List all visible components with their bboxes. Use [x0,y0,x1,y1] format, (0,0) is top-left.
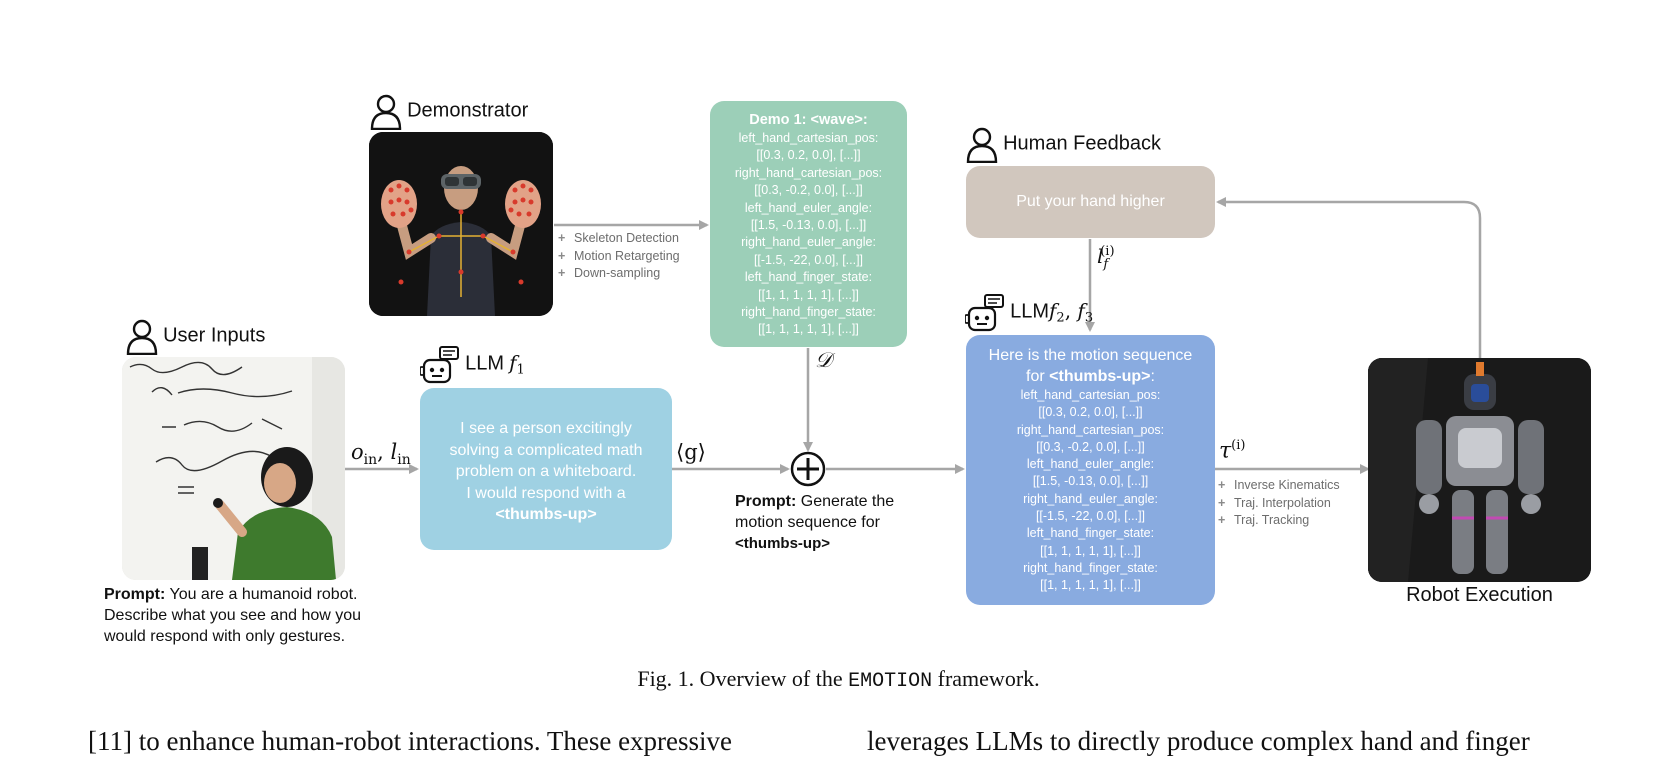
llm1-header: LLM f1 [419,346,525,384]
motion-line: [[1, 1, 1, 1, 1], [...]] [1040,543,1141,558]
step-skeleton-detection: +Skeleton Detection [558,231,679,245]
figure-caption: Fig. 1. Overview of the EMOTION framewor… [637,666,1040,693]
symbol-dataset: 𝒟 [815,348,832,372]
motion-line: [[1.5, -0.13, 0.0], [...]] [1032,474,1149,489]
arrow-robot-to-feedback [1216,197,1482,358]
step-inverse-kinematics: +Inverse Kinematics [1218,478,1340,492]
motion-prompt: Prompt: Generate the motion sequence for… [735,493,895,552]
motion-heading: for <thumbs-up>: [1026,368,1155,385]
demo-heading: Demo 1: <wave>: [749,112,868,128]
demo-line: left_hand_finger_state: [744,270,873,285]
motion-line: right_hand_finger_state: [1023,560,1158,575]
symbol-gesture: ⟨g⟩ [676,440,706,464]
motion-line: right_hand_euler_angle: [1023,491,1158,506]
demo-line: [[0.3, -0.2, 0.0], [...]] [754,183,863,198]
demo-line: [[0.3, 0.2, 0.0], [...]] [756,148,861,163]
demo-line: [[1.5, -0.13, 0.0], [...]] [750,218,867,233]
demo-line: right_hand_euler_angle: [741,235,876,250]
response-line: I would respond with a [466,484,626,502]
demo-line: left_hand_euler_angle: [744,200,873,215]
plus-icon [790,451,826,487]
motion-line: right_hand_cartesian_pos: [1016,422,1165,437]
user-inputs-label: User Inputs [163,324,266,347]
demo-line: right_hand_finger_state: [741,305,876,320]
motion-line: [[-1.5, -22, 0.0], [...]] [1035,509,1146,524]
motion-sequence-box: Here is the motion sequence for <thumbs-… [966,335,1215,605]
demo-line: left_hand_cartesian_pos: [738,131,879,145]
robot-photo [1368,358,1591,582]
robot-execution-label: Robot Execution [1406,584,1553,606]
llm23-label: LLM [1010,300,1049,323]
step-motion-retargeting: +Motion Retargeting [558,248,680,263]
user-inputs-header: User Inputs [126,319,266,356]
response-gesture: <thumbs-up> [495,506,597,524]
llm23-header: LLMf2, f3 [964,294,1093,332]
robot-chat-icon [964,294,1004,332]
demonstrator-photo [369,132,553,316]
person-icon [370,94,402,131]
person-icon [966,127,998,164]
user-photo [122,357,345,580]
response-line: I see a person excitingly [460,420,632,437]
step-down-sampling: +Down-sampling [558,266,661,280]
motion-line: left_hand_cartesian_pos: [1020,388,1161,402]
response-line: problem on a whiteboard. [455,463,637,481]
demo-line: [[1, 1, 1, 1, 1], [...]] [758,322,859,337]
demo-line: [[1, 1, 1, 1, 1], [...]] [758,287,859,302]
step-traj-tracking: +Traj. Tracking [1218,513,1310,527]
demonstrator-header: Demonstrator [370,94,529,131]
demo-data-box: Demo 1: <wave>: left_hand_cartesian_pos:… [710,101,907,347]
human-feedback-label: Human Feedback [1003,132,1161,155]
person-icon [126,319,158,356]
body-text-left: [11] to enhance human-robot interactions… [88,726,733,756]
human-feedback-header: Human Feedback [966,127,1161,164]
preprocess-steps: +Skeleton Detection +Motion Retargeting … [558,230,680,283]
demo-line: right_hand_cartesian_pos: [734,165,883,180]
motion-line: [[0.3, -0.2, 0.0], [...]] [1036,439,1145,454]
motion-line: left_hand_finger_state: [1026,526,1155,541]
step-traj-interpolation: +Traj. Interpolation [1218,495,1331,510]
robot-chat-icon [419,346,459,384]
control-steps: +Inverse Kinematics +Traj. Interpolation… [1218,477,1340,530]
motion-heading: Here is the motion sequence [988,347,1193,364]
motion-line: left_hand_euler_angle: [1026,457,1155,472]
motion-line: [[0.3, 0.2, 0.0], [...]] [1038,405,1143,420]
symbol-feedback: lf(i) [1097,244,1115,272]
response-line: solving a complicated math [449,441,643,459]
symbol-trajectory: τ(i) [1219,438,1246,464]
llm1-label: LLM [465,352,504,375]
symbol-input: oin, lin [351,440,411,469]
llm1-response-box: I see a person excitingly solving a comp… [420,388,672,550]
demonstrator-label: Demonstrator [407,99,529,122]
user-prompt: Prompt: You are a humanoid robot. Descri… [104,586,362,645]
motion-line: [[1, 1, 1, 1, 1], [...]] [1040,578,1141,593]
demo-line: [[-1.5, -22, 0.0], [...]] [753,252,864,267]
feedback-box: Put your hand higher [966,166,1215,238]
body-text-right: leverages LLMs to directly produce compl… [867,726,1530,756]
